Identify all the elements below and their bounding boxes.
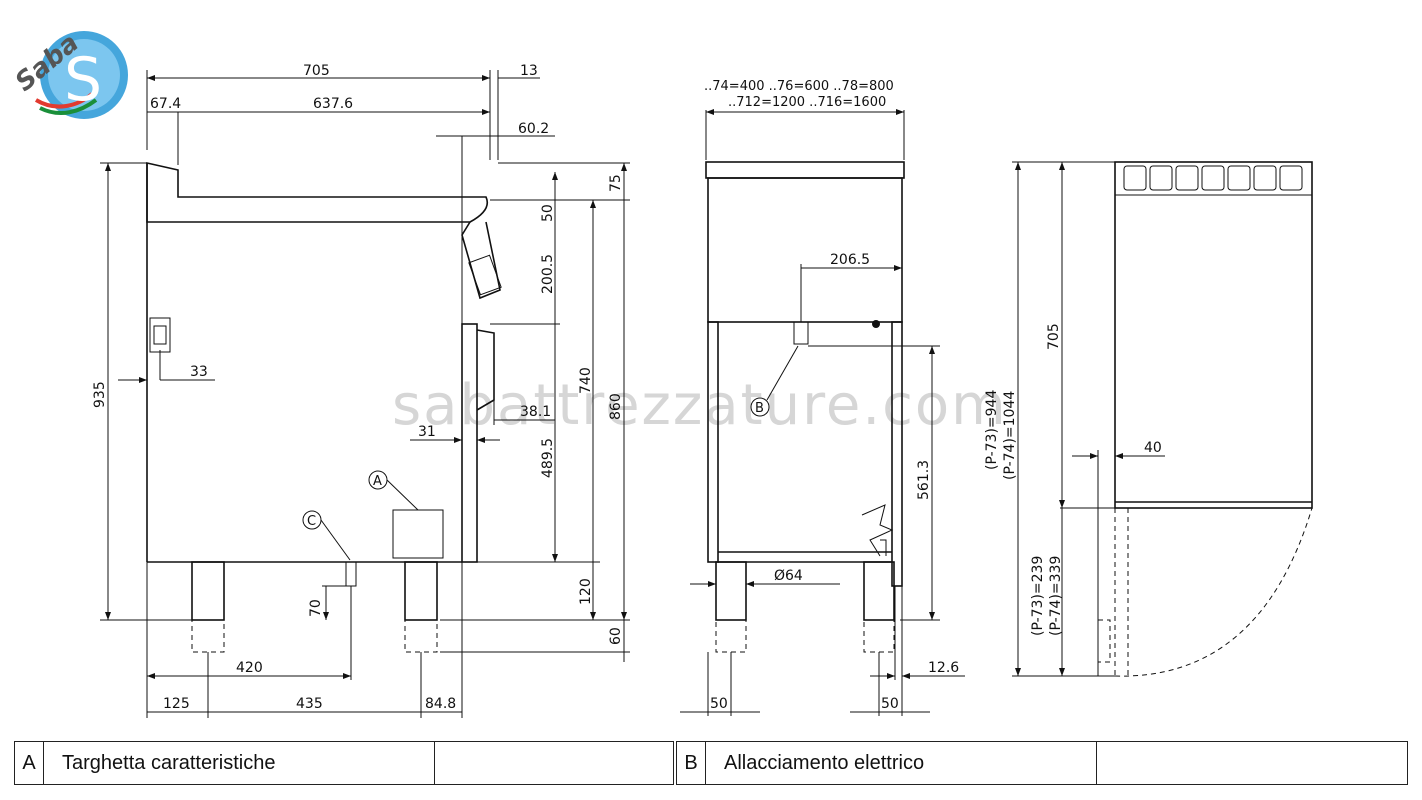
dim-12-6: 12.6	[928, 660, 959, 676]
widths-line-1: ..74=400 ..76=600 ..78=800	[704, 79, 894, 94]
dim-637-6: 637.6	[313, 96, 353, 112]
dim-p73-239: (P-73)=239	[1030, 556, 1046, 636]
dim-50-left: 50	[710, 696, 728, 712]
callout-a: A	[373, 474, 382, 489]
dim-70: 70	[308, 599, 324, 617]
callout-b: B	[755, 401, 764, 416]
dim-120: 120	[578, 578, 594, 605]
dim-31: 31	[418, 424, 436, 440]
dim-38-1: 38.1	[520, 404, 551, 420]
dim-13: 13	[520, 63, 538, 79]
dim-206-5: 206.5	[830, 252, 870, 268]
dim-84-8: 84.8	[425, 696, 456, 712]
legend-empty-a	[434, 741, 674, 785]
dim-435: 435	[296, 696, 323, 712]
dim-489-5: 489.5	[540, 438, 556, 478]
saba-logo: S Saba	[10, 28, 128, 119]
legend-empty-b	[1096, 741, 1408, 785]
dim-50-right: 50	[881, 696, 899, 712]
dim-125: 125	[163, 696, 190, 712]
dim-p74-339: (P-74)=339	[1048, 556, 1064, 636]
dim-50: 50	[540, 204, 556, 222]
logo-mark: S	[64, 45, 102, 115]
knob-row	[1123, 165, 1303, 191]
front-view: ..74=400 ..76=600 ..78=800 ..712=1200 ..…	[680, 79, 965, 716]
callout-c: C	[307, 514, 316, 529]
top-view: 705 (P-73)=944 (P-74)=1044 (P-73)=239 (P…	[984, 161, 1313, 677]
dim-60: 60	[608, 627, 624, 645]
dim-705-top: 705	[1046, 323, 1062, 350]
legend-table: A Targhetta caratteristiche B Allacciame…	[14, 741, 1408, 785]
dim-420: 420	[236, 660, 263, 676]
dim-705: 705	[303, 63, 330, 79]
technical-drawing: S Saba sabattrezzature.com A C	[10, 28, 1313, 718]
legend-label-b: Allacciamento elettrico	[705, 741, 1097, 785]
dim-40: 40	[1144, 440, 1162, 456]
dim-33: 33	[190, 364, 208, 380]
dim-67-4: 67.4	[150, 96, 181, 112]
dim-diameter: Ø64	[774, 568, 803, 584]
dim-860: 860	[608, 393, 624, 420]
dim-561-3: 561.3	[916, 460, 932, 500]
dim-p73-944: (P-73)=944	[984, 390, 1000, 470]
dim-200-5: 200.5	[540, 254, 556, 294]
widths-line-2: ..712=1200 ..716=1600	[728, 95, 886, 110]
legend-code-b: B	[676, 741, 706, 785]
dim-935: 935	[92, 381, 108, 408]
dim-75: 75	[608, 174, 624, 192]
dim-p74-1044: (P-74)=1044	[1002, 391, 1018, 480]
dim-60-2: 60.2	[518, 121, 549, 137]
dim-740: 740	[578, 367, 594, 394]
legend-code-a: A	[14, 741, 44, 785]
legend-label-a: Targhetta caratteristiche	[43, 741, 435, 785]
side-view: A C 705 13 67.4 637.6 60.2 75 50	[92, 63, 630, 718]
